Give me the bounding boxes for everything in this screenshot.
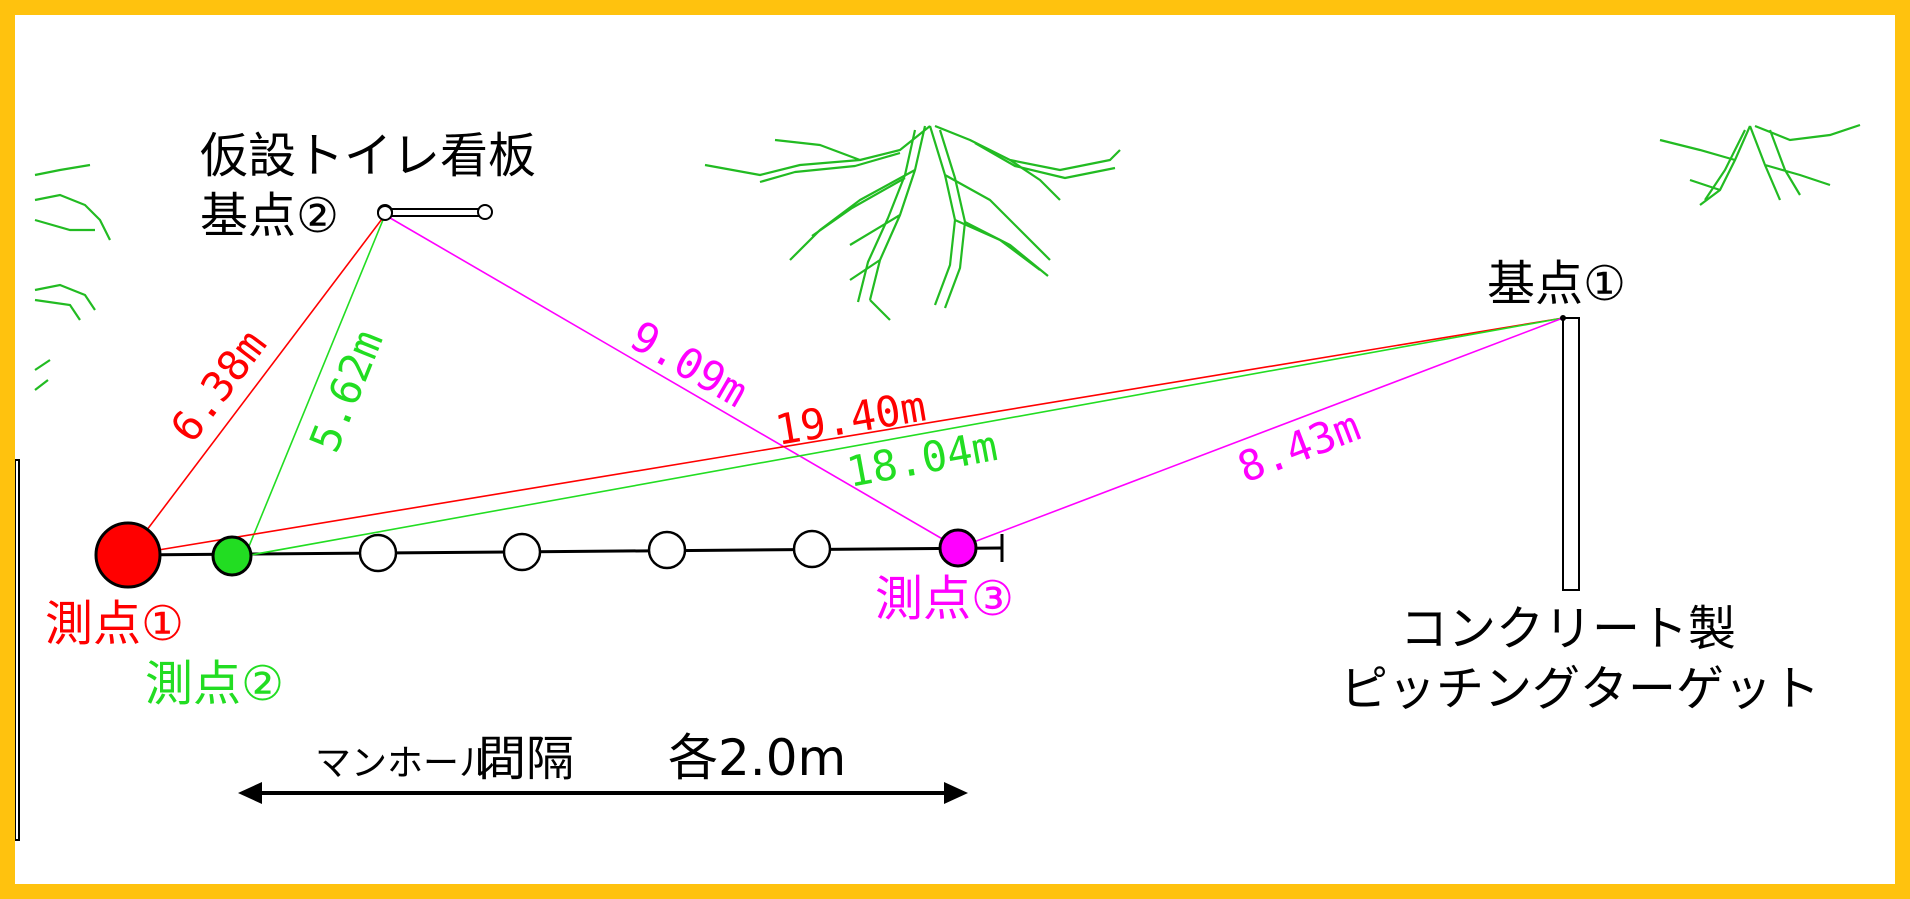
base-point-1-label: 基点① [1487, 256, 1626, 312]
measurement-point-1-label: 測点① [45, 596, 184, 652]
base-point-1-marker [1560, 315, 1566, 321]
target-post-icon [1562, 317, 1580, 591]
interval-label: 間隔 [478, 731, 574, 787]
line-p3-b2 [384, 214, 959, 549]
line-p2-b2 [244, 214, 386, 557]
measurement-point-3 [938, 528, 978, 568]
line-p1-b1 [127, 317, 1564, 556]
distance-p3-b2: 9.09m [622, 311, 756, 417]
pipe-line [127, 546, 1003, 557]
distance-p1-b2: 6.38m [161, 321, 276, 451]
manhole-icon [647, 530, 687, 570]
line-p3-b1 [957, 317, 1564, 549]
side-panel-edge [15, 459, 20, 841]
target-label-line2: ピッチングターゲット [1340, 661, 1820, 717]
measurement-point-3-label: 測点③ [875, 571, 1014, 627]
sign-post-icon [377, 204, 493, 220]
toilet-sign-label: 仮設トイレ看板 [200, 128, 536, 184]
distance-p3-b1: 8.43m [1231, 401, 1367, 492]
tree-icon [704, 124, 1121, 321]
line-p1-b2 [127, 214, 386, 556]
manhole-icon [792, 529, 832, 569]
tree-icon [34, 163, 111, 391]
manhole-icon [358, 533, 398, 573]
base-point-2-label: 基点② [200, 188, 339, 244]
measurement-point-2 [211, 535, 253, 577]
tree-icon [1659, 123, 1861, 206]
distance-p2-b2: 5.62m [300, 323, 393, 459]
interval-value: 各2.0m [668, 729, 846, 787]
base-point-2-marker [377, 205, 393, 221]
measurement-point-1 [94, 521, 162, 589]
target-label-line1: コンクリート製 [1400, 601, 1736, 657]
measurement-point-2-label: 測点② [145, 656, 284, 712]
manhole-icon [502, 532, 542, 572]
line-p2-b1 [244, 317, 1564, 557]
interval-label-small: マンホール [315, 743, 495, 784]
dimension-arrow-icon [238, 782, 968, 804]
survey-diagram: 6.38m 5.62m 9.09m 19.40m 18.04m 8.43m 仮設… [15, 123, 1861, 841]
